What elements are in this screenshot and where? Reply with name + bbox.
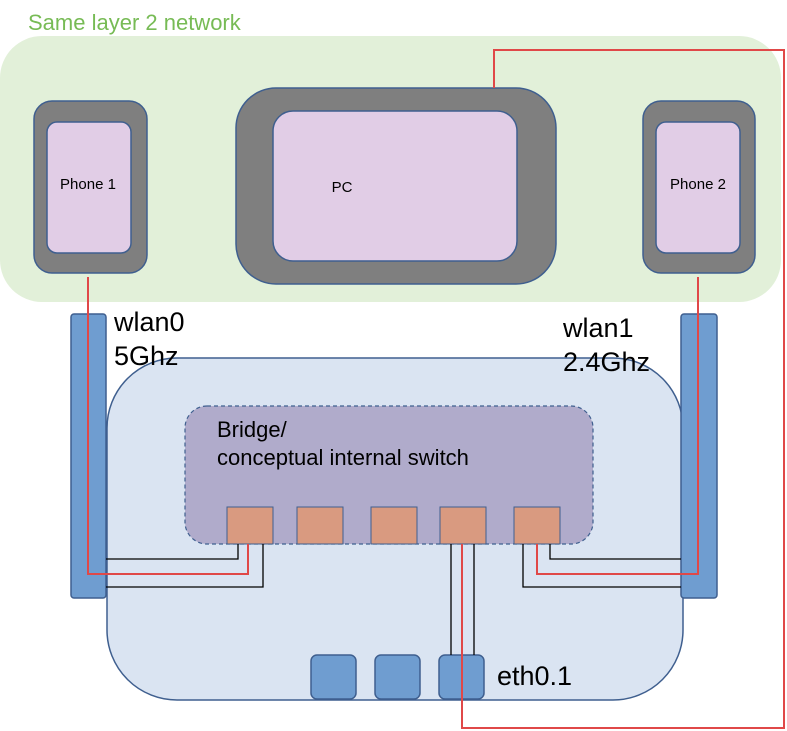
bridge-port [226, 506, 274, 545]
phone-2-label: Phone 2 [670, 176, 726, 193]
wlan0-band: 5Ghz [114, 341, 179, 371]
pc-label: PC [332, 179, 353, 196]
wlan1-name: wlan1 [562, 313, 634, 343]
l2-links [87, 49, 785, 729]
wlan1-band: 2.4Ghz [563, 347, 650, 377]
phone-2-screen [655, 121, 741, 254]
link-phone1 [87, 277, 249, 575]
bridge-port [513, 506, 561, 545]
phone-1-label: Phone 1 [60, 176, 116, 193]
phone-1-screen [46, 121, 132, 254]
bridge-port [439, 506, 487, 545]
ethernet-port [310, 654, 357, 700]
bridge-port [370, 506, 418, 545]
ethernet-port [374, 654, 421, 700]
eth-label: eth0.1 [497, 661, 572, 691]
bridge-label-line2: conceptual internal switch [217, 445, 469, 470]
internal-wiring [106, 544, 681, 655]
network-title: Same layer 2 network [28, 10, 242, 35]
pc-screen [272, 110, 518, 262]
bridge-label-line1: Bridge/ [217, 417, 288, 442]
link-phone2 [536, 277, 699, 575]
bridge-port [296, 506, 344, 545]
wlan0-name: wlan0 [113, 307, 185, 337]
link-pc [461, 49, 785, 729]
